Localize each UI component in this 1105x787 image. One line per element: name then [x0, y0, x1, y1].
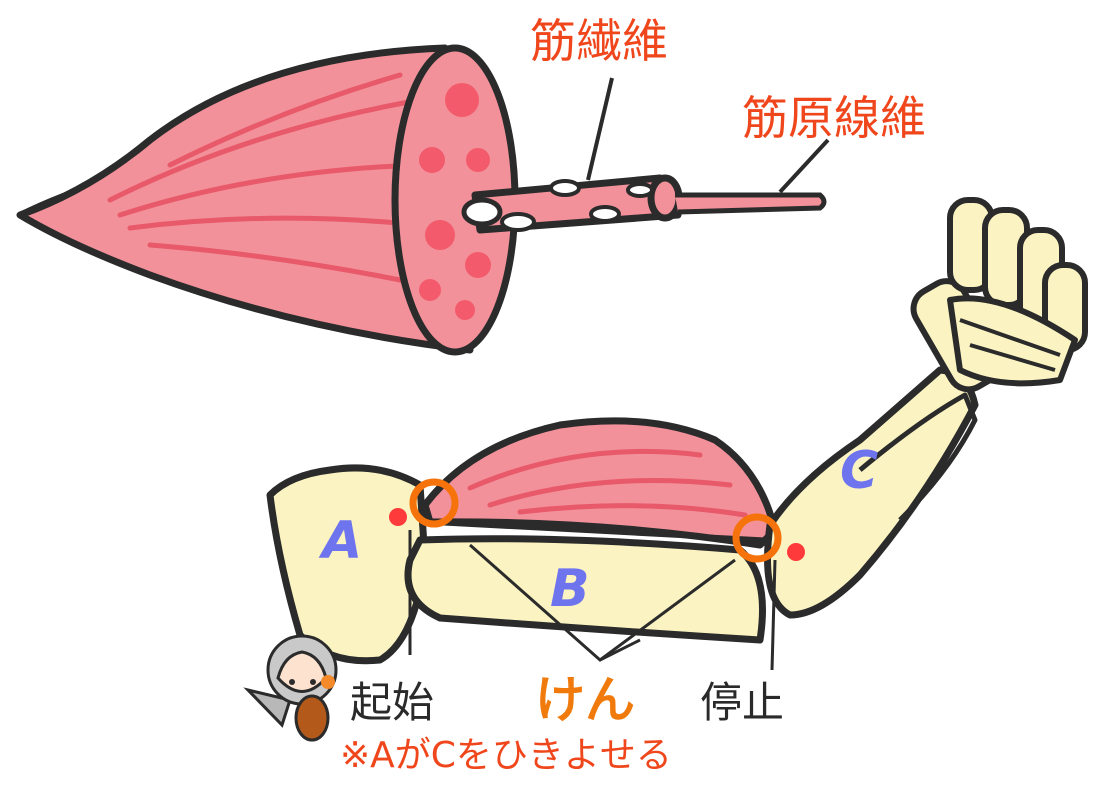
muscle-fiber — [461, 174, 683, 234]
tendon-label: けん — [535, 671, 635, 729]
insertion-ring — [732, 513, 782, 563]
note-label: ※AがCをひきよせる — [340, 735, 672, 776]
forearm — [404, 519, 766, 644]
lower-arm — [764, 366, 979, 619]
attachment-points — [389, 478, 805, 563]
insertion-label: 停止 — [700, 678, 785, 727]
label-b: B — [550, 559, 590, 619]
label-a: A — [322, 511, 363, 571]
muscle-fiber-leader — [586, 77, 614, 181]
knight-mascot — [243, 634, 338, 742]
muscle-belly — [16, 44, 519, 356]
upper-arm — [266, 464, 429, 665]
myofibril-leader — [778, 138, 830, 194]
myofibril — [675, 192, 827, 215]
label-leaders — [408, 530, 777, 671]
origin-ring — [409, 478, 459, 528]
hand — [910, 197, 1088, 393]
muscle-fiber-label: 筋繊維 — [530, 14, 668, 68]
myofibril-label: 筋原線維 — [742, 91, 926, 145]
label-c: C — [840, 441, 879, 501]
biceps-muscle — [421, 417, 779, 549]
origin-label: 起始 — [350, 678, 435, 727]
